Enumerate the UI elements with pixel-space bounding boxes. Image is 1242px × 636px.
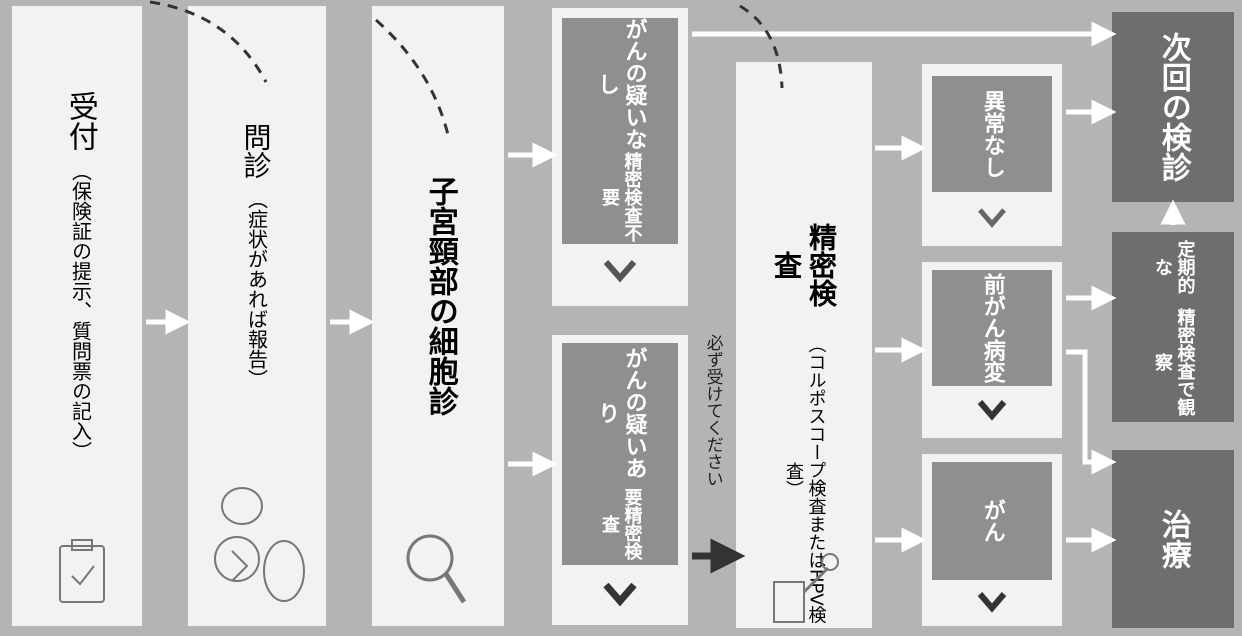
next-exam-box: 次回の検診 (1112, 12, 1234, 202)
reception-title: 受付 (62, 91, 98, 151)
observe-line1: 定期的な (1152, 239, 1196, 294)
chevron-down-icon (603, 260, 637, 283)
conversation-icon (214, 487, 305, 602)
treatment-box: 治療 (1112, 450, 1234, 628)
precancer-line2: 病変 (979, 339, 1005, 383)
colposcope-icon (773, 553, 839, 623)
no-suspicion-result: がんの疑いなし 精密検査不要 (552, 8, 688, 306)
no-suspicion-line1: がんの疑いなし (594, 18, 647, 151)
observe-box: 定期的な 精密検査で観察 (1112, 232, 1234, 422)
magnifier-icon (406, 534, 467, 604)
detailed-exam-title: 精密検査 (770, 222, 838, 307)
cancer-label: がん (932, 462, 1052, 580)
interview-step: 問診 （症状があれば報告） (188, 6, 326, 626)
chevron-down-icon (978, 208, 1006, 228)
cancer-outcome: がん (922, 454, 1062, 626)
suspicion-label: がんの疑いあり 要精密検査 (562, 343, 678, 565)
must-take-note: 必ず受けてください (702, 333, 723, 487)
precancer-outcome: 前がん 病変 (922, 262, 1062, 438)
clipboard-icon (59, 539, 105, 603)
chevron-down-icon (603, 582, 637, 607)
precancer-label: 前がん 病変 (932, 270, 1052, 386)
cytology-title: 子宮頸部の細胞診 (422, 176, 458, 416)
chevron-down-icon (977, 400, 1007, 421)
chevron-down-icon (977, 592, 1007, 613)
observe-line2: 精密検査で観察 (1152, 307, 1196, 416)
interview-text: 問診 （症状があれば報告） (226, 66, 286, 446)
reception-note: （保険証の提示、質問票の記入） (68, 161, 93, 461)
precancer-line1: 前がん (979, 273, 1005, 339)
suspicion-line2: 要精密検査 (599, 488, 643, 561)
interview-note: （症状があれば報告） (244, 189, 269, 389)
suspicion-line1: がんの疑いあり (594, 347, 647, 480)
detailed-exam-step: 精密検査 （コルポスコープ検査またはHPV検査） (736, 62, 872, 628)
normal-outcome: 異常なし (922, 64, 1062, 246)
suspicion-result: がんの疑いあり 要精密検査 (552, 335, 688, 625)
cytology-step: 子宮頸部の細胞診 (372, 6, 504, 626)
no-suspicion-line2: 精密検査不要 (599, 152, 643, 243)
reception-step: 受付 （保険証の提示、質問票の記入） (12, 6, 142, 626)
interview-title: 問診 (239, 123, 273, 179)
detailed-exam-text: 精密検査 （コルポスコープ検査またはHPV検査） (756, 212, 852, 632)
normal-label: 異常なし (932, 76, 1052, 192)
reception-text: 受付 （保険証の提示、質問票の記入） (50, 66, 110, 486)
no-suspicion-label: がんの疑いなし 精密検査不要 (562, 18, 678, 244)
detailed-exam-note: （コルポスコープ検査またはHPV検査） (783, 335, 827, 624)
